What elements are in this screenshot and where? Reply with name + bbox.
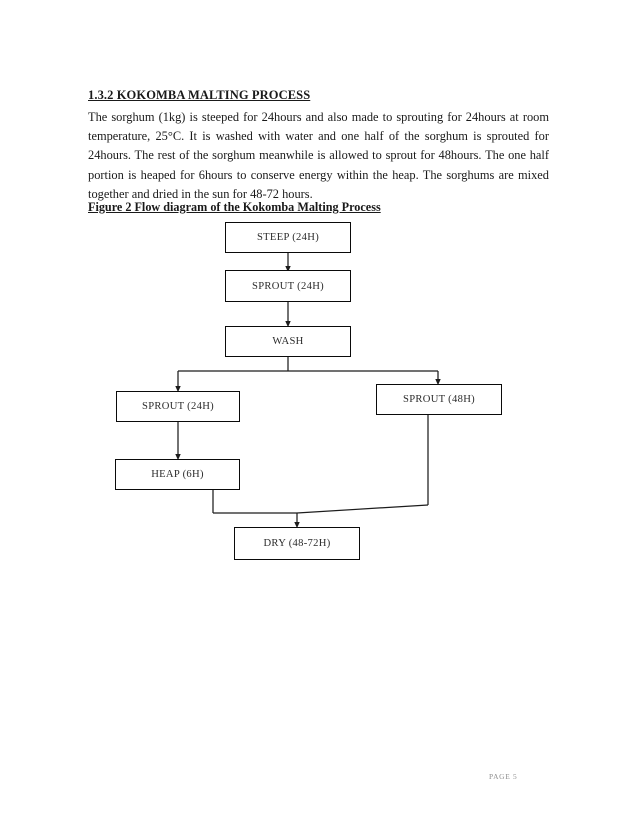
page-footer: PAGE 5: [489, 772, 518, 781]
flow-node-label: SPROUT (24H): [252, 280, 324, 292]
flow-node-label: STEEP (24H): [256, 232, 320, 243]
flow-node-steep: STEEP (24H): [225, 222, 351, 253]
flow-node-sprout-48: SPROUT (48H): [376, 384, 502, 415]
flow-node-sprout-24-top: SPROUT (24H): [225, 270, 351, 302]
connector-merge-right: [296, 504, 429, 514]
flow-node-label: HEAP (6H): [151, 469, 204, 480]
flow-node-wash: WASH: [225, 326, 351, 357]
flow-node-label: WASH: [272, 336, 304, 347]
flow-node-dry: DRY (48-72H): [234, 527, 360, 560]
flow-node-label: DRY (48-72H): [263, 538, 331, 549]
section-heading: 1.3.2 KOKOMBA MALTING PROCESS: [88, 88, 311, 102]
figure-caption: Figure 2 Flow diagram of the Kokomba Mal…: [88, 200, 381, 214]
flow-node-label: SPROUT (48H): [403, 394, 475, 405]
body-paragraph: The sorghum (1kg) is steeped for 24hours…: [88, 110, 549, 201]
flow-node-label: SPROUT (24H): [142, 401, 214, 412]
flow-node-heap: HEAP (6H): [115, 459, 240, 490]
flow-node-sprout-24-left: SPROUT (24H): [116, 391, 240, 422]
